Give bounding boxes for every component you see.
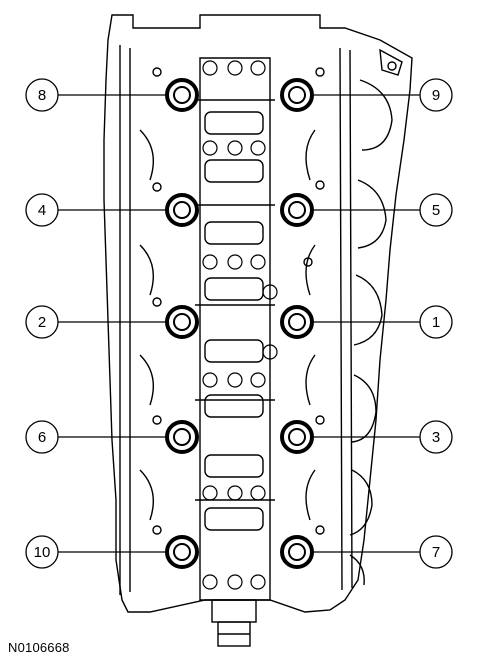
head-bolt-inner-3 — [288, 428, 306, 446]
callout-circle-10 — [25, 535, 59, 569]
bolt-callout-6: 6 — [25, 420, 199, 454]
head-bolt-6 — [165, 420, 199, 454]
head-bolt-10 — [165, 535, 199, 569]
callout-circle-4 — [25, 193, 59, 227]
bolt-callout-9: 9 — [280, 78, 453, 112]
callout-circle-2 — [25, 305, 59, 339]
head-bolt-inner-8 — [173, 86, 191, 104]
head-bolt-inner-4 — [173, 201, 191, 219]
bolt-callout-1: 1 — [280, 305, 453, 339]
callout-number-7: 7 — [432, 544, 440, 561]
head-bolt-1 — [280, 305, 314, 339]
head-bolt-inner-5 — [288, 201, 306, 219]
head-bolt-inner-7 — [288, 543, 306, 561]
bolt-callout-3: 3 — [280, 420, 453, 454]
bolt-callout-4: 4 — [25, 193, 199, 227]
head-bolt-inner-9 — [288, 86, 306, 104]
head-bolt-7 — [280, 535, 314, 569]
callout-circle-1 — [419, 305, 453, 339]
head-bolt-inner-1 — [288, 313, 306, 331]
bolt-callout-2: 2 — [25, 305, 199, 339]
callout-circle-3 — [419, 420, 453, 454]
head-bolt-inner-2 — [173, 313, 191, 331]
head-bolt-9 — [280, 78, 314, 112]
bolt-callouts: 8 9 4 5 2 1 6 3 10 7 — [25, 78, 453, 569]
callout-number-1: 1 — [432, 314, 440, 331]
callout-number-3: 3 — [432, 429, 440, 446]
bolt-callout-8: 8 — [25, 78, 199, 112]
callout-number-4: 4 — [38, 202, 46, 219]
callout-circle-6 — [25, 420, 59, 454]
cylinder-head-outline — [103, 14, 413, 647]
bolt-callout-10: 10 — [25, 535, 199, 569]
callout-number-5: 5 — [432, 202, 440, 219]
head-bolt-inner-6 — [173, 428, 191, 446]
callout-number-2: 2 — [38, 314, 46, 331]
callout-number-6: 6 — [38, 429, 46, 446]
head-bolt-inner-10 — [173, 543, 191, 561]
callout-number-9: 9 — [432, 87, 440, 104]
head-bolt-2 — [165, 305, 199, 339]
callout-circle-9 — [419, 78, 453, 112]
head-bolt-5 — [280, 193, 314, 227]
callout-circle-7 — [419, 535, 453, 569]
callout-circle-5 — [419, 193, 453, 227]
callout-number-10: 10 — [34, 544, 51, 561]
bolt-callout-5: 5 — [280, 193, 453, 227]
callout-circle-8 — [25, 78, 59, 112]
head-bolt-8 — [165, 78, 199, 112]
head-bolt-4 — [165, 193, 199, 227]
head-bolt-3 — [280, 420, 314, 454]
figure-id-label: N0106668 — [8, 640, 70, 655]
callout-number-8: 8 — [38, 87, 46, 104]
bolt-callout-7: 7 — [280, 535, 453, 569]
